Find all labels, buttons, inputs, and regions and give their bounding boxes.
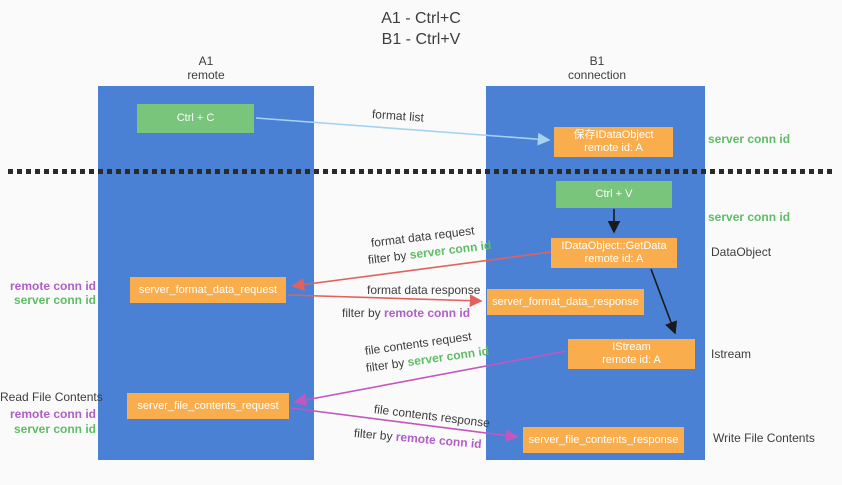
annotation-remote-conn-id-a: remote conn id [9, 279, 96, 293]
annotation-write-file-contents: Write File Contents [713, 431, 815, 445]
node-istream-line1: IStream [612, 341, 651, 353]
node-save-idataobject-line2: remote id: A [584, 142, 643, 154]
node-file-request-label: server_file_contents_request [137, 399, 279, 412]
node-istream: IStream remote id: A [568, 339, 695, 369]
node-server-file-contents-response: server_file_contents_response [523, 427, 684, 453]
title-line-2: B1 - Ctrl+V [381, 31, 461, 48]
lane-b-name: B1 [589, 54, 605, 68]
node-save-idataobject-line1: 保存IDataObject [573, 129, 654, 141]
annotation-read-file-contents: Read File Contents [0, 390, 103, 404]
edge-label-format-list: format list [371, 107, 425, 125]
node-save-idataobject: 保存IDataObject remote id: A [554, 127, 673, 157]
lane-a-name: A1 [198, 54, 214, 68]
lane-b-header: B1 connection [527, 54, 667, 82]
lane-b-role: connection [567, 68, 627, 82]
node-getdata-line2: remote id: A [584, 253, 644, 265]
lane-a-header: A1 remote [136, 54, 276, 82]
node-server-format-data-request: server_format_data_request [130, 277, 286, 303]
node-ctrl-v: Ctrl + V [556, 181, 672, 208]
node-idataobject-getdata: IDataObject::GetData remote id: A [551, 238, 677, 268]
filter-by-text: filter by [342, 306, 381, 320]
annotation-dataobject: DataObject [711, 245, 772, 259]
filter-by-text: filter by [365, 355, 406, 375]
filter-by-text: filter by [353, 426, 394, 444]
lane-a-role: remote [187, 68, 225, 82]
diagram-title: A1 - Ctrl+C B1 - Ctrl+V [271, 8, 571, 50]
edge-label-format-data-response: format data response [367, 283, 481, 297]
node-istream-line2: remote id: A [602, 354, 661, 366]
annotation-server-conn-id-mid: server conn id [708, 210, 791, 224]
remote-conn-id-text: remote conn id [395, 429, 483, 452]
filter-by-text: filter by [367, 248, 408, 267]
edge-label-file-contents-response: file contents response [373, 402, 491, 431]
edge-label-filter-remote-1: filter by remote conn id [342, 306, 470, 320]
title-line-1: A1 - Ctrl+C [381, 10, 461, 27]
node-server-file-contents-request: server_file_contents_request [127, 393, 289, 419]
node-format-request-label: server_format_data_request [138, 283, 278, 296]
annotation-server-conn-id-a: server conn id [13, 293, 96, 307]
node-ctrl-v-label: Ctrl + V [595, 188, 633, 200]
node-ctrl-c: Ctrl + C [137, 104, 254, 133]
edge-label-filter-remote-2: filter by remote conn id [353, 426, 482, 451]
remote-conn-id-text: remote conn id [384, 306, 471, 320]
annotation-server-conn-id-b: server conn id [13, 422, 96, 436]
annotation-server-conn-id-top: server conn id [708, 132, 791, 146]
node-format-response-label: server_format_data_response [492, 295, 639, 308]
annotation-remote-conn-id-b: remote conn id [9, 407, 96, 421]
annotation-istream: Istream [711, 347, 752, 361]
node-file-response-label: server_file_contents_response [528, 433, 679, 446]
node-server-format-data-response: server_format_data_response [487, 289, 644, 315]
phase-divider-dotted-line [8, 169, 834, 174]
node-ctrl-c-label: Ctrl + C [176, 112, 215, 124]
node-getdata-line1: IDataObject::GetData [561, 240, 667, 252]
